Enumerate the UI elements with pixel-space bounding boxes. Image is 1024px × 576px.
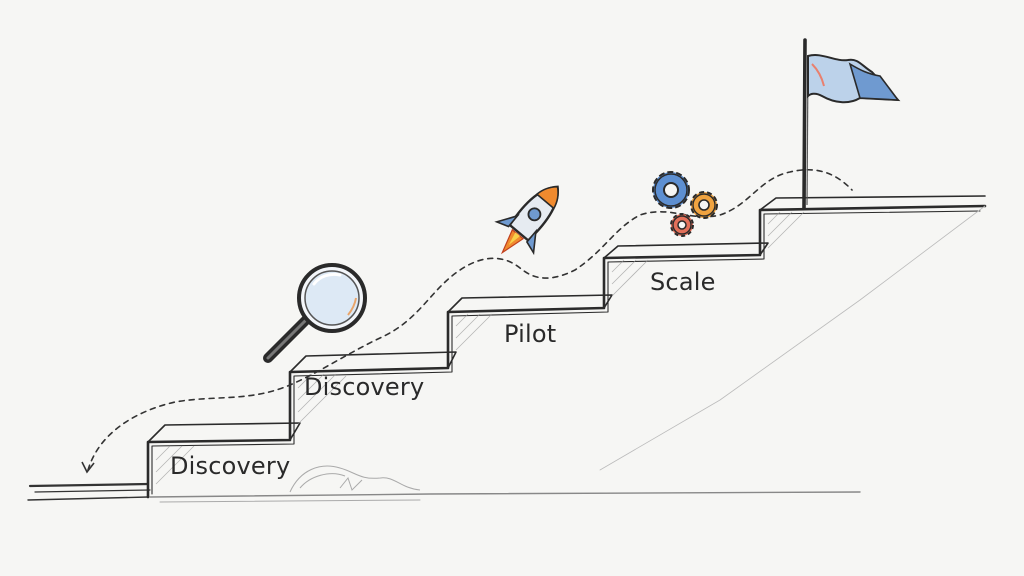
arrow-head: [81, 461, 95, 474]
step-label-2: Discovery: [304, 373, 425, 401]
step-label-4: Scale: [650, 268, 716, 296]
gears-icon: [652, 171, 718, 237]
stair-shading: [155, 211, 805, 485]
magnifying-glass-icon: [263, 263, 367, 363]
ground-line: [27, 482, 861, 503]
step-label-1: Discovery: [170, 452, 291, 480]
flag-icon: [802, 38, 901, 210]
step-label-3: Pilot: [504, 320, 557, 348]
rocket-icon: [494, 185, 559, 256]
progress-dashed-path: [87, 168, 853, 471]
ground-scribble: [289, 465, 421, 493]
stair-outline: [146, 195, 987, 499]
